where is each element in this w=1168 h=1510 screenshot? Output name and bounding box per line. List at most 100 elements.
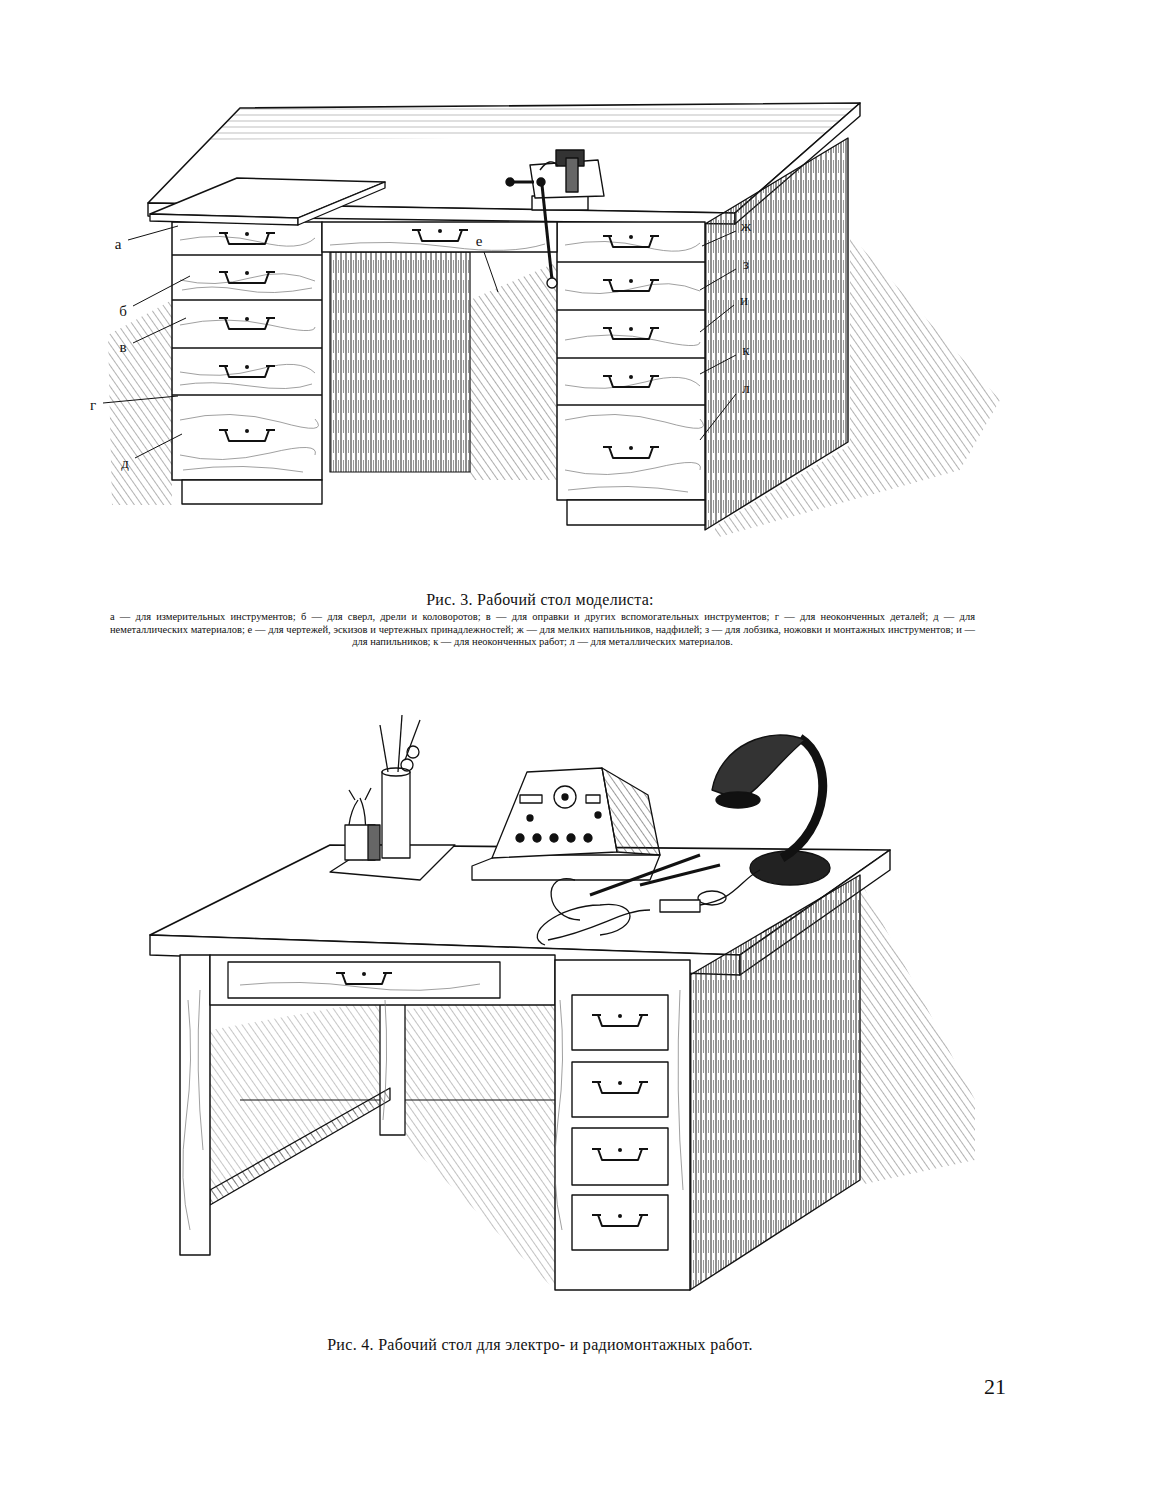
callout-letter: ж (739, 218, 753, 235)
drawer-handle (336, 972, 648, 1226)
instrument-panel (472, 768, 660, 880)
tool-holder (401, 759, 413, 771)
tool-holder (368, 825, 380, 860)
callout-letter: а (113, 236, 124, 253)
leader-line (103, 226, 736, 458)
modeller-desk-drawing (705, 138, 848, 530)
radio-desk-drawing (383, 1000, 387, 1120)
bench-vise (537, 178, 545, 186)
bench-vise (512, 181, 534, 184)
instrument-panel (586, 795, 600, 803)
radio-desk-drawing (210, 955, 555, 1005)
drawer-handle (336, 972, 392, 984)
tool-holder (382, 768, 410, 776)
modeller-desk-drawing (557, 262, 705, 405)
instrument-panel (492, 768, 617, 858)
callout-letter: д (119, 455, 131, 472)
bench-vise (540, 162, 558, 170)
radio-desk-drawing (690, 875, 860, 1290)
slide-board (150, 178, 385, 225)
leader-line (700, 394, 736, 440)
leader-line (484, 252, 498, 292)
drawer-handle (592, 1214, 648, 1226)
instrument-panel (516, 834, 524, 842)
radio-desk-drawing (180, 955, 210, 1255)
instrument-panel (472, 855, 660, 880)
instrument-panel (567, 834, 575, 842)
page-number: 21 (984, 1374, 1006, 1400)
modeller-desk-drawing (557, 222, 705, 500)
figure-caption: Рис. 4. Рабочий стол для электро- и ради… (327, 1336, 753, 1354)
radio-desk-drawing (210, 1088, 390, 1205)
leader-line (700, 269, 736, 290)
callout-letter: л (740, 380, 752, 397)
tool-holder (330, 715, 455, 880)
bench-vise (542, 185, 552, 280)
leader-line (702, 231, 736, 246)
radio-desk-drawing (210, 1000, 380, 1200)
callout-letter: г (88, 397, 98, 414)
figure-legend-note: а — для измерительных инструментов; б — … (110, 611, 975, 649)
drawer-handle (219, 365, 275, 377)
modeller-desk-drawing (172, 347, 322, 348)
leader-line (133, 318, 186, 343)
instrument-panel (562, 794, 568, 800)
modeller-desk-drawing (557, 357, 705, 358)
radio-desk-drawing (555, 1000, 563, 1230)
radio-desk-drawing (183, 1000, 191, 1230)
drawer-handle (219, 232, 275, 244)
callout-letter: б (117, 303, 129, 320)
radio-desk-drawing (150, 715, 975, 1290)
radio-desk-drawing (380, 985, 405, 1135)
tool-holder (405, 720, 420, 760)
modeller-desk-drawing (180, 236, 703, 492)
radio-desk-drawing (572, 995, 668, 1250)
modeller-desk-drawing (565, 414, 703, 428)
leader-line (103, 396, 178, 403)
drawer-handle (592, 1081, 648, 1093)
radio-desk-drawing (405, 985, 555, 1290)
modeller-desk-drawing (183, 466, 303, 472)
drawer-handle (412, 229, 468, 241)
callout-letter: и (738, 292, 750, 309)
radio-desk-drawing (572, 1062, 668, 1117)
modeller-desk-drawing (103, 103, 1000, 538)
soldering-iron (548, 910, 650, 940)
desk-lamp (712, 735, 830, 885)
modeller-desk-drawing (470, 262, 557, 480)
instrument-panel (595, 812, 601, 818)
radio-desk-drawing (572, 995, 668, 1050)
modeller-desk-drawing (182, 287, 312, 293)
drawer-handle (219, 271, 275, 283)
bench-vise (506, 150, 604, 288)
modeller-desk-drawing (172, 255, 322, 395)
radio-desk-drawing (228, 962, 500, 998)
radio-desk-drawing (572, 1128, 668, 1185)
modeller-desk-drawing (182, 480, 322, 504)
slide-board (298, 182, 385, 225)
modeller-desk-drawing (322, 222, 557, 252)
leader-line (700, 305, 734, 332)
drawer-handle (603, 446, 659, 458)
callout-letter: е (474, 233, 485, 250)
tool-holder (382, 772, 410, 858)
drawer-handle (219, 317, 275, 329)
bench-vise (547, 278, 557, 288)
modeller-desk-drawing (172, 254, 322, 255)
drawer-handle (603, 235, 659, 247)
modeller-desk-drawing (172, 299, 322, 300)
desk-lamp (716, 792, 760, 808)
modeller-desk-drawing (557, 404, 705, 405)
modeller-desk-drawing (180, 383, 312, 389)
desk-lamp (712, 735, 805, 800)
modeller-desk-drawing (210, 103, 860, 140)
drawer-handle (219, 429, 275, 441)
drawer-handle (592, 1148, 648, 1160)
leader-line (135, 434, 182, 458)
tool-holder (349, 788, 371, 800)
modeller-desk-drawing (172, 222, 322, 480)
tool-holder (380, 725, 388, 772)
